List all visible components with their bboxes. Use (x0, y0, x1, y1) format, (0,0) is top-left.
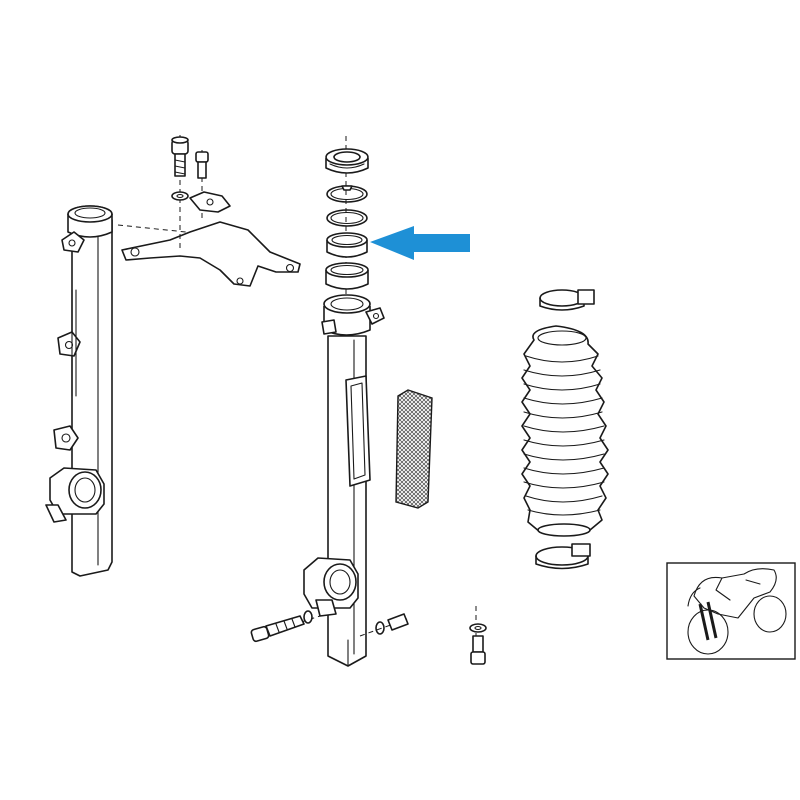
clamp-screw (250, 610, 321, 643)
slide-bushing (326, 232, 368, 258)
washer (171, 191, 189, 201)
bleed-screw (189, 150, 231, 220)
fork-tube-left (45, 205, 113, 577)
boot-clamp (535, 289, 595, 570)
reflector (395, 389, 433, 509)
fork-bridge-bracket (117, 221, 301, 287)
snap-ring (326, 185, 368, 227)
fork-boot (521, 325, 609, 537)
fork-tube-right (303, 136, 385, 667)
guide-bushing (325, 262, 369, 290)
motorcycle-icon (666, 562, 796, 660)
washer (359, 613, 411, 637)
fork-seal (325, 148, 369, 174)
bleed-screw (469, 606, 487, 665)
arrow-icon (370, 226, 470, 260)
